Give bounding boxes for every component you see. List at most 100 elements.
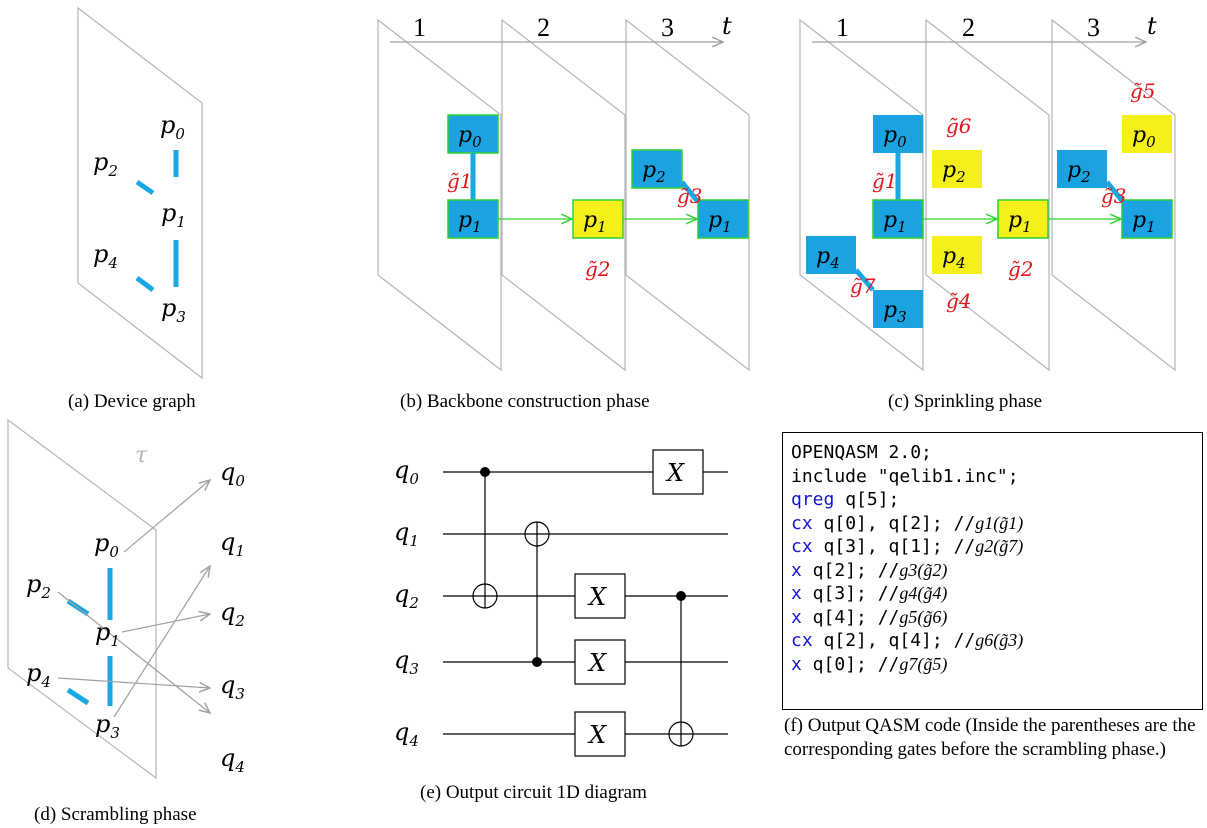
time-label-2: 2: [537, 13, 550, 42]
qasm-line: x q[4]; //g5(g̃6): [791, 606, 1202, 630]
node-c-p2-t2: [932, 150, 982, 188]
node-p1-t3: [697, 199, 749, 239]
time-label-1: 1: [413, 13, 426, 42]
panel-sprinkling: 1 2 3 t p0 p1 g̃1 p4 p3 g̃7 g̃6 p2 p1 g̃…: [799, 12, 1176, 412]
x-gate-q3-label: X: [587, 649, 607, 677]
time-plane-3: [625, 18, 750, 372]
gate-label-b-g1: g̃1: [447, 169, 473, 193]
time-label-3: 3: [661, 13, 674, 42]
qasm-line: cx q[3], q[1]; //g2(g̃7): [791, 535, 1202, 559]
scramble-plane: [7, 418, 157, 780]
gate-label-c-g1: g̃1: [872, 169, 898, 193]
map-p2-q4: [57, 591, 210, 713]
caption-d: (d) Scrambling phase: [34, 804, 197, 825]
qubit-label-p2: p2: [93, 148, 118, 180]
panel-circuit: q0 q1 q2 q3 q4 X X X X (e) Output circui…: [394, 449, 728, 803]
cx3-control: [676, 591, 686, 601]
cx-edge-c7: [854, 268, 875, 292]
gate-label-c-g4: g̃4: [946, 289, 972, 313]
qubit-label-p4: p4: [93, 240, 118, 272]
qubit-label-d-p2: p2: [26, 570, 51, 602]
node-c-p4-t1: [806, 236, 856, 274]
qasm-operands: q[3]; //: [801, 583, 900, 604]
caption-a: (a) Device graph: [68, 391, 196, 412]
qasm-keyword: qreg: [791, 489, 835, 510]
qubit-label-d-q0: q0: [220, 458, 245, 490]
time-label-ct: t: [1147, 12, 1157, 40]
time-plane-c1: [799, 18, 924, 372]
qasm-keyword: x: [791, 606, 802, 628]
wire-label-q3: q3: [394, 646, 419, 678]
time-plane-c2: [925, 18, 1050, 372]
wire-label-q0: q0: [394, 456, 419, 488]
map-p0-q0: [123, 480, 210, 553]
qasm-comment-gate: g6(g̃3): [975, 630, 1024, 650]
edge-p4-p3: [135, 276, 155, 292]
time-plane-1: [377, 18, 502, 372]
node-c-p4-t2: [932, 236, 982, 274]
qasm-line: x q[0]; //g7(g̃5): [791, 653, 1202, 677]
gate-label-c-g7: g̃7: [850, 274, 876, 298]
time-plane-2: [501, 18, 626, 372]
x-gate-q2: [574, 573, 626, 619]
qasm-line: x q[3]; //g4(g̃4): [791, 582, 1202, 606]
x-gate-q2-label: X: [587, 583, 607, 611]
node-p0-t1: [447, 114, 499, 154]
gate-label-c-g3: g̃3: [1101, 184, 1127, 208]
qubit-label-p3: p3: [161, 294, 186, 326]
node-c-p1-t2: [997, 199, 1049, 239]
qasm-instructions: qreg q[5];cx q[0], q[2]; //g1(g̃1)cx q[3…: [791, 488, 1202, 676]
qubit-label-p1: p1: [161, 199, 186, 231]
cx1-control: [480, 467, 490, 477]
qasm-operands: q[2]; //: [801, 559, 900, 581]
qasm-operands: q[4]; //: [801, 606, 900, 628]
qubit-label-p0: p0: [160, 111, 185, 143]
node-c-p2-t3: [1057, 150, 1107, 188]
qasm-comment-gate: g2(g̃7): [975, 536, 1024, 556]
cx2-control: [532, 657, 542, 667]
qubit-label-d-q4: q4: [220, 744, 245, 776]
wire-label-q1: q1: [394, 518, 419, 550]
time-label-c3: 3: [1087, 13, 1100, 42]
time-plane-c3: [1051, 18, 1176, 372]
node-p2-t3: [631, 149, 683, 189]
qasm-operands: q[5];: [834, 489, 900, 510]
qubit-label-d-p3: p3: [95, 710, 120, 742]
qasm-code-box: OPENQASM 2.0; include "qelib1.inc"; qreg…: [782, 432, 1203, 710]
qasm-line: cx q[0], q[2]; //g1(g̃1): [791, 512, 1202, 536]
tau-label: τ: [135, 443, 148, 468]
qasm-keyword: cx: [791, 512, 813, 534]
qasm-keyword: x: [791, 559, 802, 581]
qasm-operands: q[3], q[1]; //: [812, 536, 976, 557]
x-gate-q3: [574, 639, 626, 685]
node-c-p1-t3: [1121, 199, 1173, 239]
caption-e: (e) Output circuit 1D diagram: [420, 782, 647, 803]
qubit-label-d-p1: p1: [95, 618, 120, 650]
wire-label-q4: q4: [394, 718, 419, 750]
qubit-label-d-q3: q3: [220, 671, 245, 703]
caption-c: (c) Sprinkling phase: [888, 391, 1042, 412]
qasm-keyword: x: [791, 583, 802, 604]
qasm-line: qreg q[5];: [791, 488, 1202, 512]
qasm-comment-gate: g7(g̃5): [899, 653, 948, 674]
qasm-operands: q[0], q[2]; //: [812, 512, 976, 534]
wire-label-q2: q2: [394, 580, 419, 612]
qasm-include: include "qelib1.inc";: [791, 465, 1019, 487]
qasm-keyword: cx: [791, 630, 813, 651]
node-p1-t2: [572, 199, 624, 239]
node-c-p3-t1: [873, 290, 923, 328]
qasm-operands: q[0]; //: [801, 653, 900, 675]
time-label-c2: 2: [962, 13, 975, 42]
gate-label-b-g2: g̃2: [585, 257, 611, 281]
gate-label-b-g3: g̃3: [677, 184, 703, 208]
caption-f: (f) Output QASM code (Inside the parenth…: [784, 715, 1196, 760]
qubit-label-d-p4: p4: [26, 659, 51, 691]
x-gate-q4-label: X: [587, 721, 607, 749]
qasm-comment-gate: g3(g̃2): [899, 559, 948, 580]
node-c-p0-t3: [1122, 115, 1172, 153]
panel-backbone: 1 2 3 t p0 p1 g̃1 p1 g̃2 p2 p1 g̃3 (b) B…: [377, 12, 750, 412]
gate-label-c-g6: g̃6: [946, 114, 972, 138]
qasm-comment-gate: g5(g̃6): [899, 606, 948, 627]
cx-edge-b3: [680, 180, 700, 204]
